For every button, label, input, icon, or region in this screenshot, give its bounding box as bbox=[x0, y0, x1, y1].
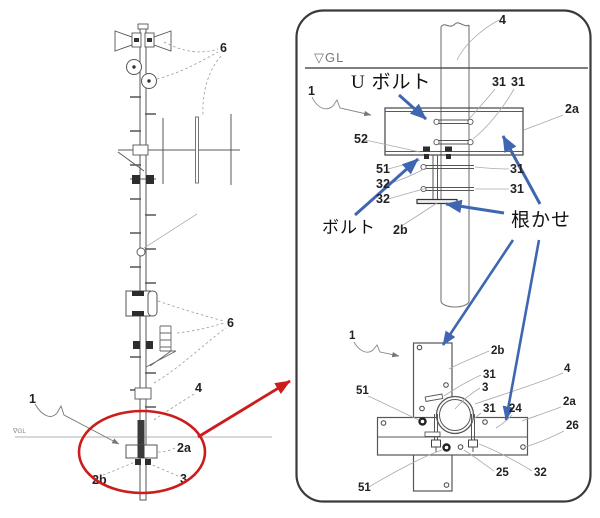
label-6-mid: 6 bbox=[227, 316, 234, 330]
detail-leader-lines bbox=[311, 19, 565, 488]
upper-label-4: 4 bbox=[499, 13, 506, 27]
nekase-arrow-lower-horizontal-plate bbox=[502, 239, 541, 421]
pole-cross-section bbox=[435, 395, 475, 435]
nekase-arrow-plate bbox=[501, 135, 542, 205]
yagi-antenna bbox=[117, 114, 240, 185]
upper-label-32-b: 32 bbox=[376, 192, 390, 206]
upper-label-51: 51 bbox=[376, 162, 390, 176]
label-4: 4 bbox=[195, 381, 202, 395]
pole-clamp-2 bbox=[133, 341, 153, 349]
leader-lines bbox=[34, 41, 227, 477]
upper-label-32-a: 32 bbox=[376, 177, 390, 191]
upper-label-31-b: 31 bbox=[511, 75, 525, 89]
label-6-top: 6 bbox=[220, 41, 227, 55]
step-bracket bbox=[145, 325, 177, 368]
detail-panel: ▽GL bbox=[295, 9, 592, 503]
upper-label-2a: 2a bbox=[565, 102, 580, 116]
lower-label-1: 1 bbox=[349, 330, 356, 342]
lower-label-32: 32 bbox=[534, 467, 547, 479]
detail-ground-level-marker: ▽GL bbox=[314, 50, 344, 65]
lower-label-2a: 2a bbox=[563, 396, 576, 408]
callout-arrows bbox=[354, 93, 542, 421]
upper-label-31-a: 31 bbox=[492, 75, 506, 89]
lower-label-26: 26 bbox=[566, 420, 579, 432]
anchor-base-assembly bbox=[125, 420, 158, 465]
u-bolt-plan bbox=[424, 414, 478, 452]
upper-label-1: 1 bbox=[308, 84, 315, 98]
anchor-channel bbox=[420, 155, 474, 200]
callout-bolt: ボルト bbox=[322, 218, 376, 237]
pole-sleeve bbox=[134, 387, 152, 400]
lower-detail-view bbox=[376, 342, 529, 492]
upper-label-31-c: 31 bbox=[510, 162, 524, 176]
u-bolt-arrow bbox=[398, 93, 427, 121]
upper-label-52: 52 bbox=[354, 132, 368, 146]
mast-elevation-diagram: ∇GL 6 6 1 4 2a 2b 3 bbox=[12, 23, 291, 501]
lower-label-51-a: 51 bbox=[356, 385, 369, 397]
bolt-tab-upper bbox=[424, 393, 444, 402]
lower-label-31-a: 31 bbox=[483, 369, 496, 381]
lower-label-31-b: 31 bbox=[483, 403, 496, 415]
plate-bolts bbox=[423, 146, 452, 159]
lower-label-4: 4 bbox=[564, 363, 571, 375]
pole-collar-ring bbox=[136, 247, 146, 257]
ground-level-marker: ∇GL bbox=[12, 427, 26, 435]
zoom-reference-arrow bbox=[197, 379, 291, 439]
lower-label-25: 25 bbox=[496, 467, 509, 479]
lower-label-2b: 2b bbox=[491, 345, 504, 357]
nekase-arrow-lower-vertical-plate bbox=[441, 239, 515, 346]
round-speaker-icon bbox=[126, 59, 157, 89]
label-1: 1 bbox=[29, 392, 36, 406]
callout-nekase: 根かせ bbox=[511, 209, 571, 231]
callout-u-bolt: U ボルト bbox=[351, 71, 431, 93]
detail-panel-border bbox=[295, 9, 592, 503]
anchor-plate-2a bbox=[384, 107, 524, 156]
pole-cross-section-inner bbox=[439, 399, 471, 431]
box-speaker bbox=[125, 290, 158, 317]
upper-label-31-d: 31 bbox=[510, 182, 524, 196]
label-2a: 2a bbox=[177, 441, 192, 455]
bolt-arrow bbox=[354, 157, 419, 217]
nekase-arrow-flange bbox=[445, 199, 505, 215]
horn-speaker-icon bbox=[114, 23, 172, 52]
detail-pole bbox=[440, 22, 470, 308]
pole-clamp bbox=[130, 175, 156, 184]
u-bolt-upper bbox=[433, 118, 474, 125]
u-bolt-lower bbox=[433, 139, 474, 146]
lower-label-3: 3 bbox=[482, 382, 488, 394]
lower-label-51-b: 51 bbox=[358, 482, 371, 494]
highlight-ellipse bbox=[77, 409, 207, 495]
label-3: 3 bbox=[180, 472, 187, 486]
bolt-holes bbox=[380, 344, 526, 488]
base-flange bbox=[416, 198, 458, 205]
upper-label-2b: 2b bbox=[393, 223, 408, 237]
guy-line bbox=[143, 213, 198, 249]
lower-label-24: 24 bbox=[509, 403, 522, 415]
upper-detail-view bbox=[384, 107, 524, 205]
